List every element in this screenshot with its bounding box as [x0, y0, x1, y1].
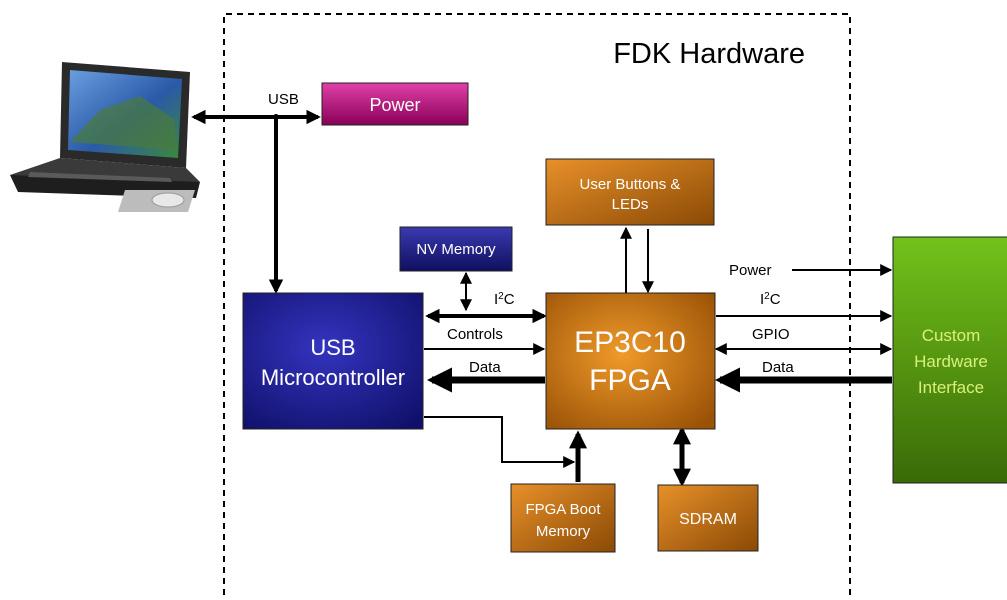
- custom-hw-line1: Custom: [922, 326, 981, 345]
- boot-memory-line1: FPGA Boot: [525, 501, 601, 518]
- nv-memory-label: NV Memory: [416, 241, 496, 258]
- fdk-hardware-frame: [223, 13, 851, 595]
- sdram-label: SDRAM: [679, 511, 737, 528]
- usb-mcu-line1: USB: [310, 335, 355, 360]
- controls-label: Controls: [447, 326, 503, 343]
- power-block: Power: [321, 82, 469, 126]
- sdram-block: SDRAM: [657, 484, 759, 552]
- frame-title: FDK Hardware: [613, 38, 805, 70]
- laptop-icon: [10, 62, 200, 212]
- fpga-block: EP3C10 FPGA: [545, 292, 716, 430]
- fpga-line1: EP3C10: [574, 326, 686, 359]
- usb-mcu-line2: Microcontroller: [261, 365, 405, 390]
- boot-memory-line2: Memory: [536, 523, 591, 540]
- data-left-label: Data: [469, 359, 501, 376]
- data-right-label: Data: [762, 359, 794, 376]
- user-buttons-line2: LEDs: [612, 196, 649, 213]
- i2c-left-label: I2C: [494, 291, 515, 308]
- fpga-line2: FPGA: [589, 364, 671, 397]
- custom-hw-line2: Hardware: [914, 352, 988, 371]
- nv-memory-block: NV Memory: [399, 226, 513, 272]
- gpio-label: GPIO: [752, 326, 790, 343]
- usb-microcontroller-block: USB Microcontroller: [242, 292, 424, 430]
- fpga-boot-memory-block: FPGA Boot Memory: [510, 483, 616, 553]
- custom-hw-line3: Interface: [918, 378, 984, 397]
- boot-config-link: [424, 416, 576, 468]
- user-buttons-block: User Buttons & LEDs: [545, 158, 715, 226]
- user-buttons-line1: User Buttons &: [580, 176, 681, 193]
- i2c-right-label: I2C: [760, 291, 781, 308]
- usb-label: USB: [268, 91, 299, 108]
- power-block-label: Power: [369, 95, 420, 115]
- power-right-label: Power: [729, 262, 772, 279]
- custom-hardware-interface-block: Custom Hardware Interface: [892, 236, 1007, 484]
